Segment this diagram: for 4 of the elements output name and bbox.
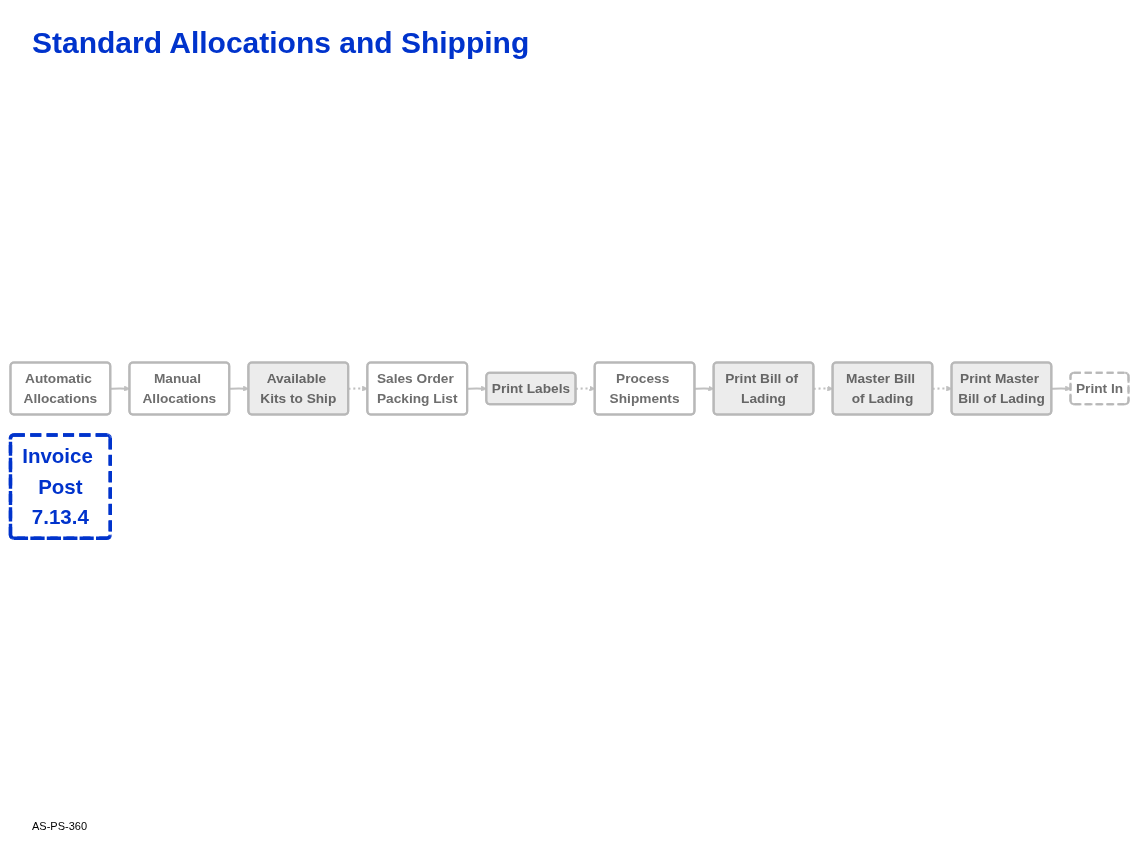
- arrow: [467, 385, 487, 392]
- slide-code: AS-PS-360: [32, 820, 88, 832]
- title: Standard Allocations and Shipping: [32, 26, 530, 60]
- arrow: [229, 385, 249, 392]
